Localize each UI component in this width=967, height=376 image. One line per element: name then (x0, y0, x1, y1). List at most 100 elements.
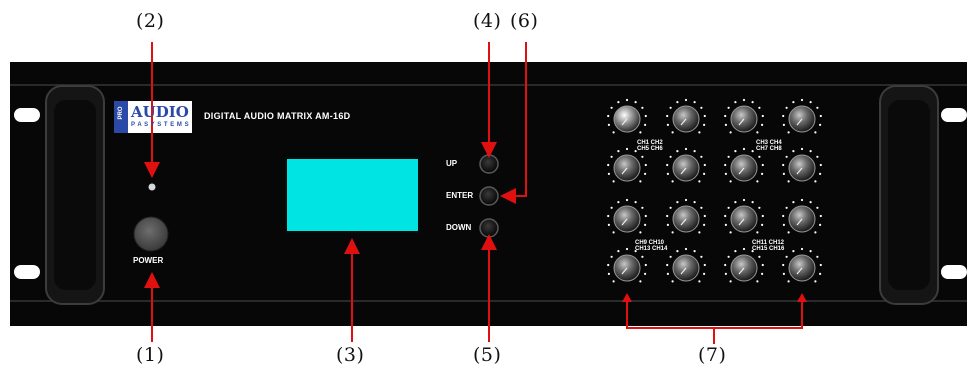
knob-label-ch11-ch12: CH11 CH12 (752, 240, 785, 246)
knob-scale-dot (684, 98, 688, 102)
knob-label-ch13-ch14: CH13 CH14 (635, 246, 668, 252)
knob-scale-dot (816, 255, 819, 258)
knob-scale-dot (816, 206, 819, 209)
knob-scale-dot (666, 163, 669, 167)
knob-scale-dot (607, 163, 610, 167)
channel-knob[interactable] (782, 198, 822, 234)
up-button[interactable] (479, 154, 499, 174)
enter-label: ENTER (446, 191, 474, 200)
knob-scale-dot (761, 114, 764, 118)
knob-scale-dot (724, 123, 728, 126)
knob-scale-dot (756, 131, 759, 134)
knob-scale-dot (734, 101, 737, 104)
knob-scale-dot (634, 150, 637, 153)
knob-scale-dot (800, 247, 804, 251)
knob-scale-dot (809, 250, 812, 253)
knob-scale-dot (617, 101, 620, 104)
knob-scale-dot (676, 201, 679, 204)
knob-pointer (738, 118, 745, 126)
knob-scale-dot (644, 263, 647, 267)
knob-scale-dot (819, 123, 822, 126)
down-button[interactable] (479, 218, 499, 238)
knob-scale-dot (610, 155, 613, 158)
knob-scale-dot (782, 223, 786, 226)
knob-scale-dot (625, 247, 629, 251)
knob-scale-dot (607, 272, 611, 275)
callout-2: (2) (136, 10, 165, 32)
knob-scale-dot (724, 223, 728, 226)
knob-scale-dot (734, 150, 737, 153)
knob-scale-dot (819, 263, 822, 267)
knob-scale-dot (703, 272, 706, 275)
knob-scale-dot (617, 250, 620, 253)
channel-knob[interactable] (607, 247, 647, 283)
callout-3: (3) (336, 344, 365, 366)
knob-scale-dot (787, 280, 790, 283)
channel-knob[interactable] (666, 98, 706, 134)
channel-knob[interactable] (607, 98, 647, 134)
channel-knob[interactable] (724, 98, 764, 134)
knob-scale-dot (607, 214, 610, 218)
knob-label-ch7-ch8: CH7 CH8 (756, 146, 782, 152)
knob-pointer (680, 167, 687, 175)
knob-scale-dot (671, 180, 674, 183)
knob-scale-dot (617, 201, 620, 204)
channel-knob[interactable] (782, 147, 822, 183)
knob-label-ch15-ch16: CH15 CH16 (752, 246, 785, 252)
knob-scale-dot (612, 231, 615, 234)
device-model-title: DIGITAL AUDIO MATRIX AM-16D (204, 111, 351, 121)
knob-scale-dot (727, 206, 730, 209)
knob-scale-dot (607, 263, 610, 267)
knob-scale-dot (703, 123, 706, 126)
channel-knob[interactable] (782, 247, 822, 283)
knob-scale-dot (700, 255, 703, 258)
knob-scale-dot (639, 131, 642, 134)
knob-label-ch5-ch6: CH5 CH6 (637, 146, 663, 152)
knob-pointer (680, 218, 687, 226)
knob-scale-dot (625, 147, 629, 151)
knob-scale-dot (729, 131, 732, 134)
channel-knob[interactable] (666, 198, 706, 234)
knob-scale-dot (792, 150, 795, 153)
knob-scale-dot (814, 180, 817, 183)
knob-scale-dot (610, 255, 613, 258)
knob-scale-dot (792, 201, 795, 204)
channel-knob[interactable] (607, 198, 647, 234)
knob-scale-dot (644, 172, 647, 175)
knob-scale-dot (785, 106, 788, 109)
channel-knob-grid (607, 98, 822, 283)
channel-knob[interactable] (724, 147, 764, 183)
knob-scale-dot (703, 223, 706, 226)
right-handle-grip (888, 100, 930, 290)
brand-systems-text: P A S Y S T E M S (131, 122, 190, 128)
callout-lines (144, 42, 803, 344)
knob-scale-dot (756, 231, 759, 234)
channel-knob[interactable] (782, 98, 822, 134)
knob-scale-dot (684, 247, 688, 251)
knob-scale-dot (742, 98, 746, 102)
power-button[interactable] (133, 216, 169, 252)
knob-scale-dot (625, 198, 629, 202)
channel-knob[interactable] (607, 147, 647, 183)
knob-scale-dot (819, 163, 822, 167)
power-label: POWER (133, 256, 164, 265)
knob-scale-dot (819, 114, 822, 118)
left-handle-grip (54, 100, 96, 290)
knob-scale-dot (639, 231, 642, 234)
callout-5: (5) (473, 344, 502, 366)
knob-scale-dot (703, 214, 706, 218)
knob-scale-dot (644, 163, 647, 167)
channel-knob[interactable] (724, 198, 764, 234)
knob-scale-dot (644, 223, 647, 226)
knob-pointer (796, 267, 803, 275)
channel-knob[interactable] (666, 147, 706, 183)
knob-label-ch9-ch10: CH9 CH10 (635, 240, 665, 246)
channel-knob[interactable] (724, 247, 764, 283)
knob-scale-dot (761, 214, 764, 218)
brand-logo-bar (114, 101, 128, 133)
callout-6: (6) (510, 10, 539, 32)
channel-knob[interactable] (666, 247, 706, 283)
knob-scale-dot (666, 263, 669, 267)
enter-button[interactable] (479, 186, 499, 206)
knob-scale-dot (761, 123, 764, 126)
